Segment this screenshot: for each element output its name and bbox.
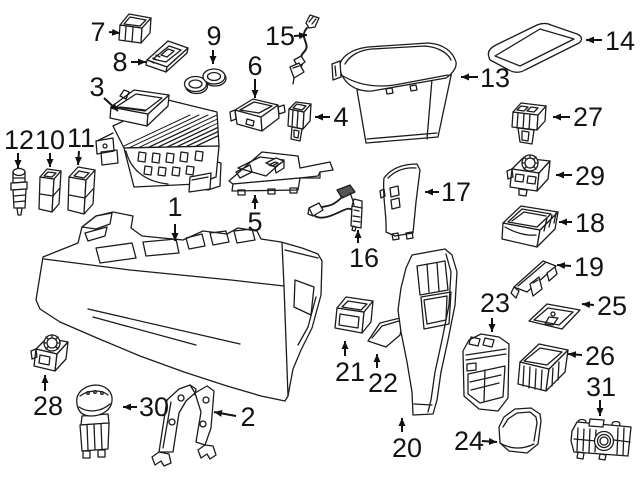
callout-13-label: 13 <box>480 63 510 93</box>
callout-3-arrow <box>103 97 119 112</box>
bracket-drawing <box>510 260 558 299</box>
callout-28-label: 28 <box>33 391 63 421</box>
switch-10-drawing <box>38 168 62 213</box>
control-panel-drawing <box>570 418 632 461</box>
mounting-bracket-drawing <box>151 384 217 467</box>
callout-6-label: 6 <box>247 51 262 81</box>
switch-11-drawing <box>67 166 96 215</box>
console-body-drawing <box>35 211 323 402</box>
callout-19-label: 19 <box>574 252 604 282</box>
small-switch-drawing <box>287 101 312 142</box>
callout-11-arrow <box>75 150 83 166</box>
callout-19-arrow <box>556 262 572 270</box>
dial-switch-29-drawing <box>506 154 551 197</box>
callout-26-arrow <box>567 351 583 359</box>
tray-panel-drawing <box>228 151 334 196</box>
dial-switch-28-drawing <box>30 334 69 372</box>
callout-23-label: 23 <box>480 288 510 318</box>
wiring-harness-16-drawing <box>307 184 363 232</box>
callout-26-label: 26 <box>585 341 615 371</box>
callout-2-arrow <box>213 409 237 417</box>
callout-22-label: 22 <box>368 368 398 398</box>
callout-12-label: 12 <box>4 125 34 155</box>
callout-18-label: 18 <box>575 208 605 238</box>
callout-5-label: 5 <box>247 207 262 237</box>
callout-8-label: 8 <box>112 47 127 77</box>
callout-7-arrow <box>108 28 121 36</box>
callout-24-label: 24 <box>454 426 484 456</box>
callout-10-label: 10 <box>35 125 65 155</box>
callout-20-label: 20 <box>392 433 422 463</box>
callout-4-label: 4 <box>333 102 348 132</box>
switch-block-drawing <box>118 13 152 44</box>
callout-1-label: 1 <box>167 192 182 222</box>
shift-knob-drawing <box>76 384 113 459</box>
console-frame-drawing <box>95 89 220 193</box>
callout-17-label: 17 <box>441 177 471 207</box>
callout-24-arrow <box>481 437 498 445</box>
callout-30-label: 30 <box>139 392 169 422</box>
armrest-drawing <box>331 42 457 144</box>
callout-29-label: 29 <box>575 161 605 191</box>
trim-plate-25-drawing <box>528 303 581 330</box>
callout-16-label: 16 <box>349 243 379 273</box>
storage-bin-drawing <box>501 205 559 248</box>
callout-14-label: 14 <box>605 26 635 56</box>
callout-31-label: 31 <box>586 372 616 402</box>
storage-pocket-24-drawing <box>498 407 542 454</box>
rear-panel-drawing <box>397 248 458 416</box>
callout-3-label: 3 <box>89 72 104 102</box>
callout-2-label: 2 <box>240 402 255 432</box>
callout-7-label: 7 <box>90 17 105 47</box>
switch-unit-drawing <box>511 102 547 145</box>
callout-15-arrow <box>293 32 308 40</box>
rear-vent-panel-drawing <box>462 333 510 412</box>
cupholder-insert-drawing <box>183 68 227 95</box>
callout-9-label: 9 <box>206 21 221 51</box>
callout-15-label: 15 <box>265 21 295 51</box>
switch-housing-drawing <box>334 296 374 334</box>
side-trim-panel-drawing <box>379 163 421 241</box>
trim-cap-drawing <box>367 316 405 348</box>
callout-25-arrow <box>581 301 595 309</box>
trim-plate-drawing <box>145 40 189 73</box>
callout-27-label: 27 <box>573 102 603 132</box>
callout-11-label: 11 <box>67 123 95 153</box>
callout-25-label: 25 <box>597 291 627 321</box>
callout-21-label: 21 <box>335 357 365 387</box>
power-outlet-drawing <box>10 167 28 216</box>
storage-pocket-26-drawing <box>517 343 569 392</box>
open-box-drawing <box>229 98 286 132</box>
lid-seal-drawing <box>487 22 583 73</box>
